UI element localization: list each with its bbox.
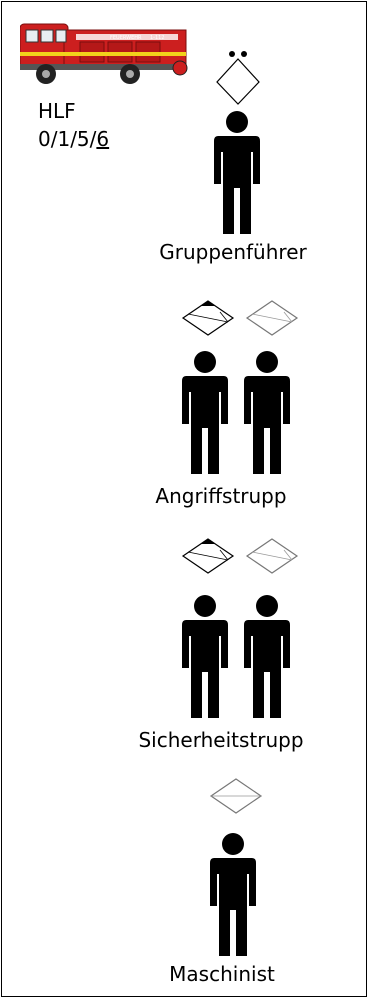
- strength-total: 6: [96, 127, 110, 151]
- group-leader-rank-icon: [216, 51, 260, 105]
- vehicle-name: HLF: [38, 99, 76, 123]
- attack-troop-leader-rank-icon: [181, 300, 235, 336]
- safety-troop-person-2-icon: [244, 595, 290, 718]
- attack-troop-person-2-icon: [244, 351, 290, 474]
- truck-lettering: FEUERWEHR: [110, 35, 142, 41]
- truck-number: 1-112: [150, 35, 165, 41]
- safety-troop-member-rank-icon: [245, 538, 299, 574]
- fire-truck-icon: FEUERWEHR 1-112: [20, 23, 188, 84]
- group-leader-label: Gruppenführer: [159, 240, 307, 264]
- attack-troop-label: Angriffstrupp: [155, 484, 287, 508]
- strength-prefix: 0/1/5/: [38, 127, 97, 151]
- vehicle-strength: 0/1/5/6: [38, 125, 109, 153]
- group-leader-person-icon: [214, 111, 260, 234]
- safety-troop-label: Sicherheitstrupp: [138, 728, 304, 752]
- attack-troop-person-1-icon: [182, 351, 228, 474]
- attack-troop-member-rank-icon: [245, 300, 299, 336]
- machinist-label: Maschinist: [169, 962, 275, 986]
- safety-troop-person-1-icon: [182, 595, 228, 718]
- safety-troop-leader-rank-icon: [181, 538, 235, 574]
- machinist-rank-icon: [209, 778, 263, 814]
- vehicle-label: HLF 0/1/5/6: [38, 97, 109, 153]
- machinist-person-icon: [210, 833, 256, 956]
